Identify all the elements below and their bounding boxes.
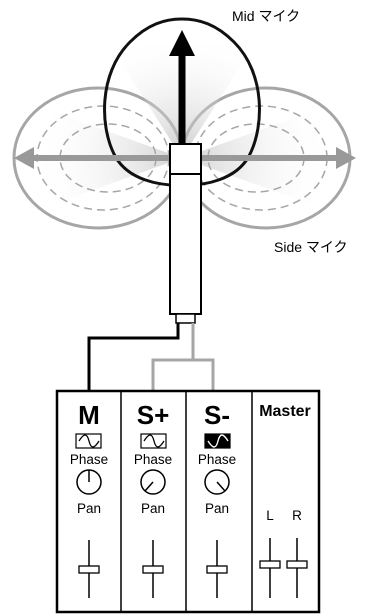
fader-left[interactable] xyxy=(259,538,281,598)
fader-right[interactable] xyxy=(286,538,308,598)
fader[interactable] xyxy=(78,540,100,598)
master-left-label: L xyxy=(266,508,274,523)
channel-strip-s-plus: S+ Phase Pan xyxy=(134,400,172,598)
master-right-label: R xyxy=(292,508,302,523)
channel-strip-s-minus: S- Phase Pan xyxy=(198,400,236,598)
mid-mic-label: Mid マイク xyxy=(232,8,300,24)
phase-label: Phase xyxy=(198,452,236,467)
microphone-body xyxy=(169,143,202,324)
master-section: Master L R xyxy=(259,403,311,598)
phase-label: Phase xyxy=(70,452,108,467)
fader[interactable] xyxy=(206,540,228,598)
channel-name: S+ xyxy=(137,400,170,430)
channel-strip-m: M Phase Pan xyxy=(70,400,108,598)
pan-knob[interactable] xyxy=(76,469,102,495)
pan-knob[interactable] xyxy=(204,469,230,495)
fader[interactable] xyxy=(142,540,164,598)
channel-name: S- xyxy=(204,400,230,430)
pan-label: Pan xyxy=(141,501,165,516)
arrow-up-icon xyxy=(169,30,195,150)
mixer xyxy=(55,389,321,614)
phase-label: Phase xyxy=(134,452,172,467)
phase-button[interactable] xyxy=(75,433,102,449)
phase-button-inverted[interactable] xyxy=(204,433,231,449)
channel-name: M xyxy=(78,400,100,430)
pan-knob[interactable] xyxy=(140,469,166,495)
master-label: Master xyxy=(259,403,311,420)
side-mic-label: Side マイク xyxy=(274,239,348,255)
phase-button[interactable] xyxy=(140,433,167,449)
wiring xyxy=(87,323,215,391)
pan-label: Pan xyxy=(205,501,229,516)
pan-label: Pan xyxy=(77,501,101,516)
